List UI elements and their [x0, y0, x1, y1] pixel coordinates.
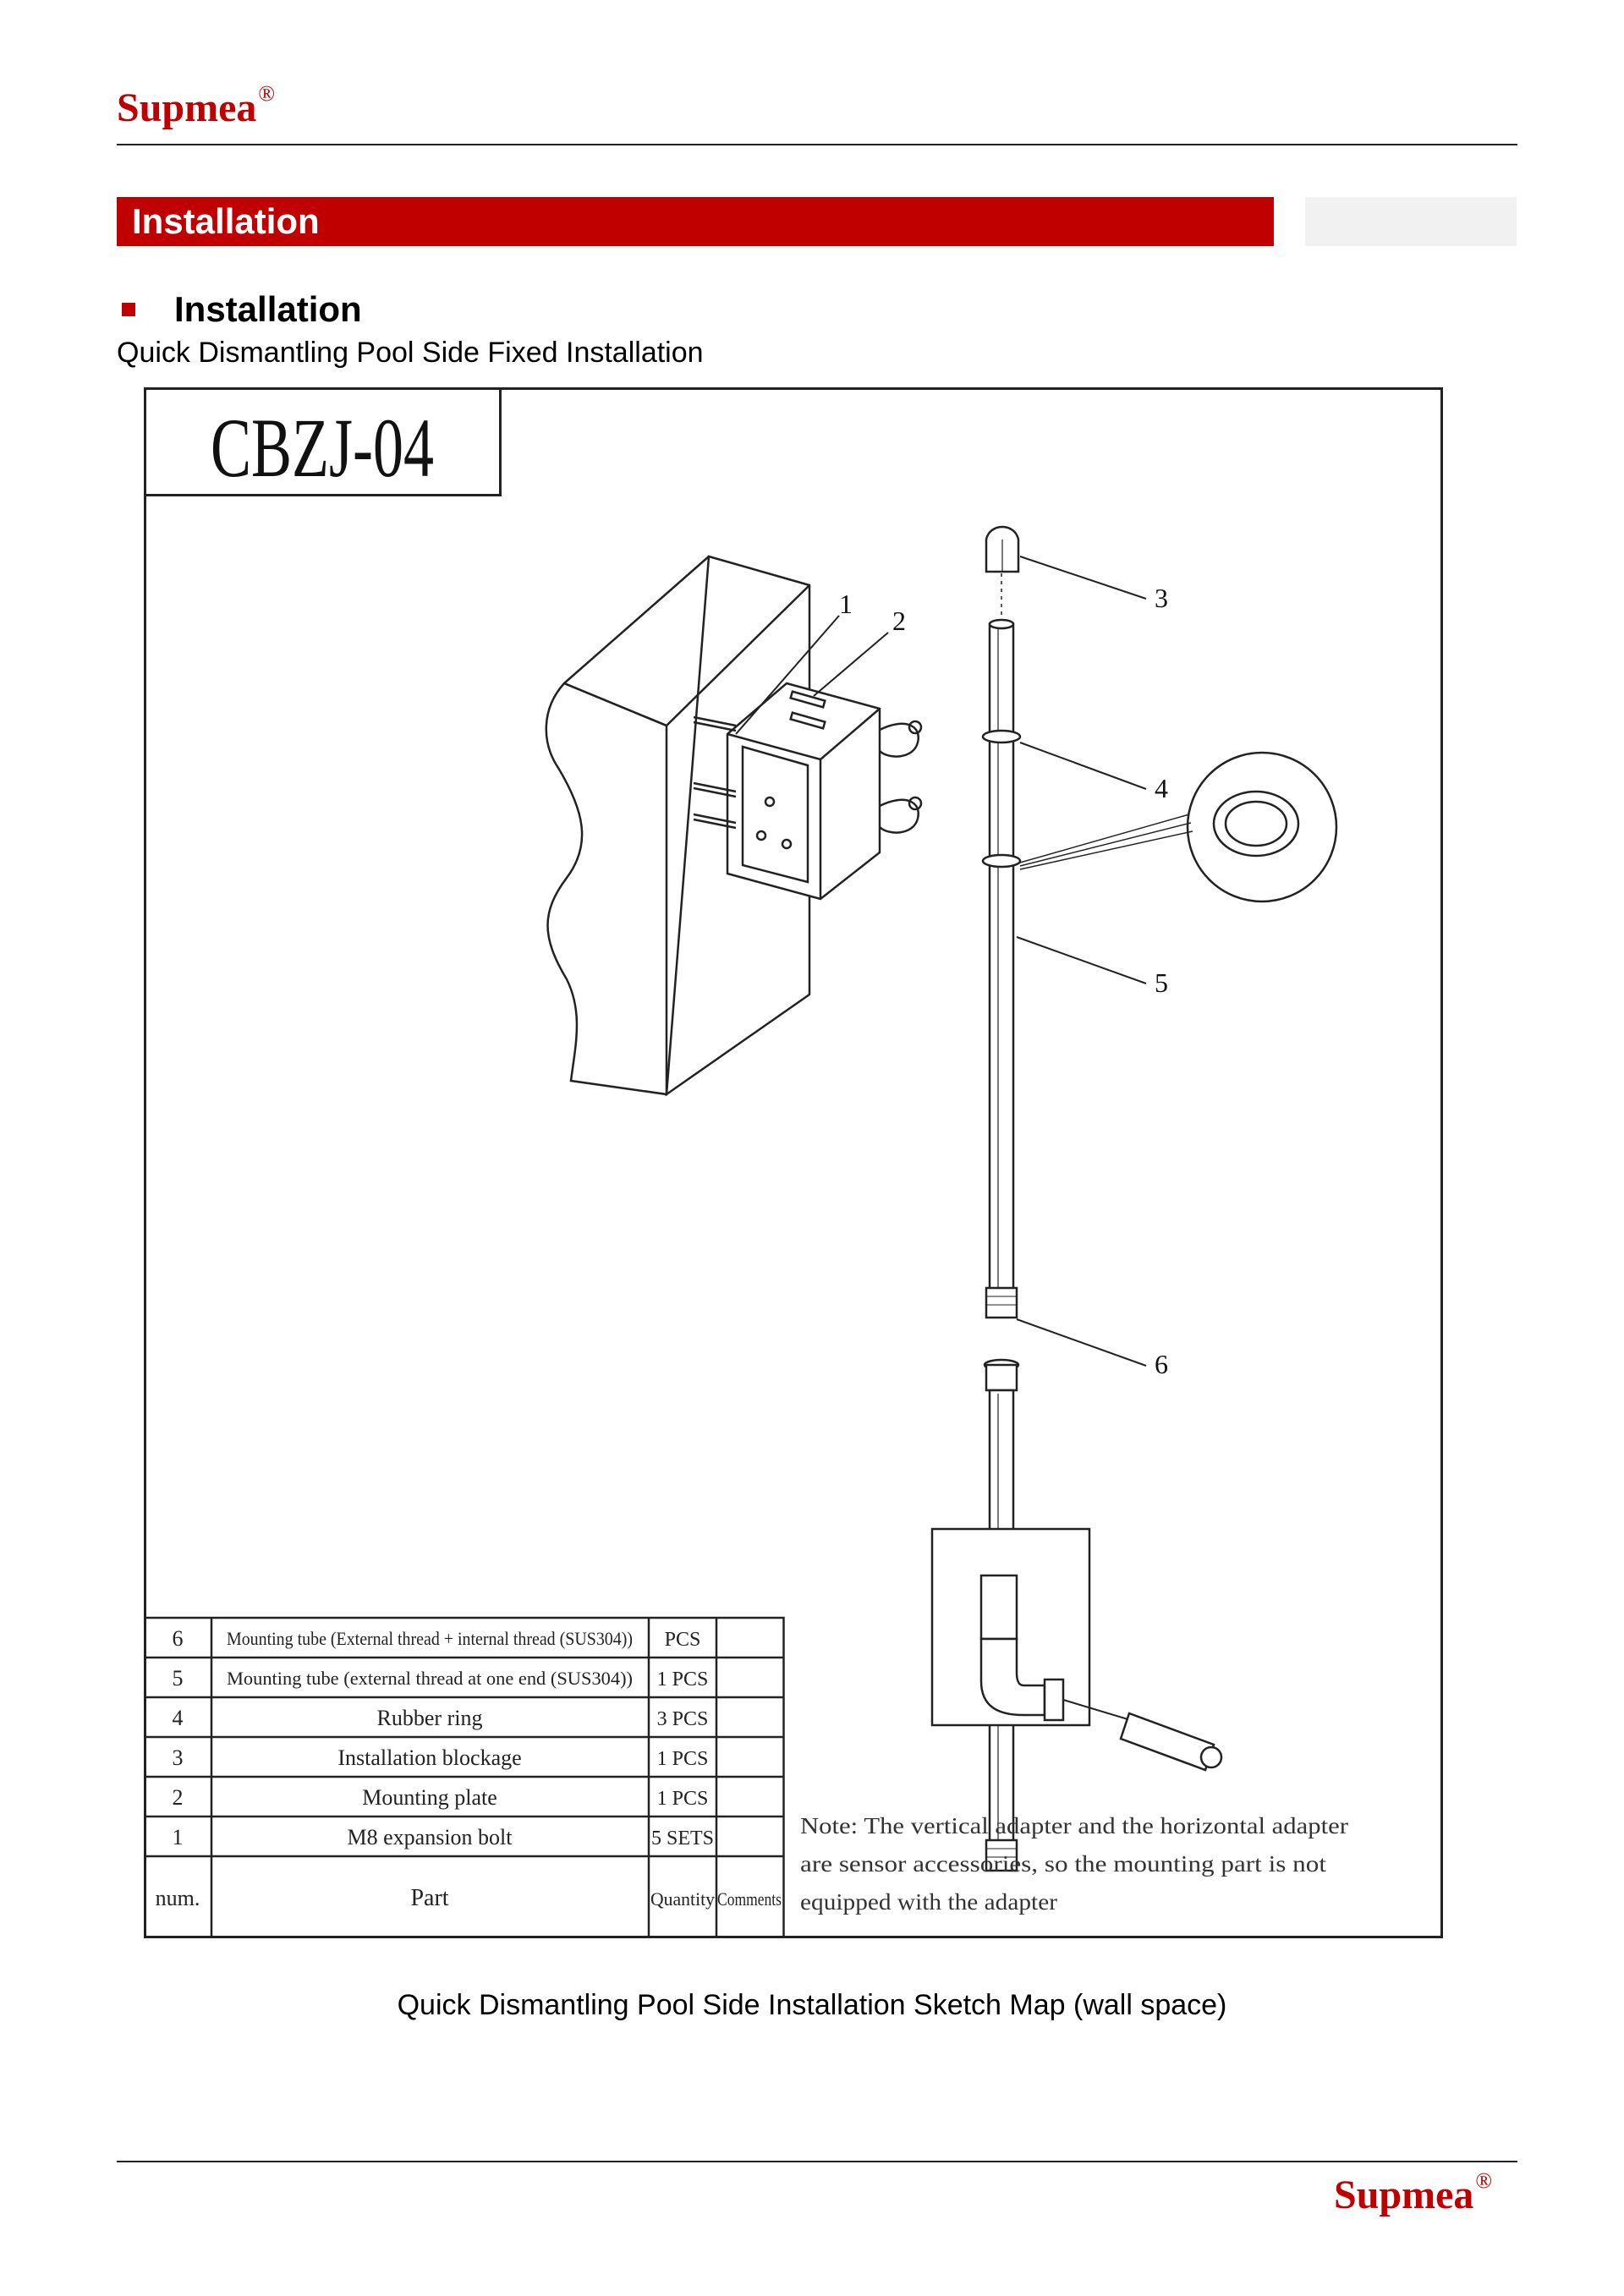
brand-name-footer: Supmea: [1334, 2173, 1474, 2217]
square-bullet-icon: [122, 303, 135, 316]
callout-4: 4: [1155, 773, 1168, 803]
table-header-num: num.: [156, 1886, 200, 1910]
section-title: Installation: [117, 197, 1274, 246]
installation-drawing: CBZJ-04: [144, 387, 1443, 1938]
table-num-6: 6: [173, 1626, 184, 1651]
table-qty-3: 1 PCS: [657, 1748, 709, 1770]
table-qty-4: 3 PCS: [657, 1708, 709, 1730]
rubber-ring-detail: [1019, 751, 1338, 903]
figure-caption: Quick Dismantling Pool Side Installation…: [397, 1989, 1227, 2021]
table-qty-6: PCS: [665, 1629, 701, 1651]
parts-table: [144, 1616, 785, 1938]
table-num-4: 4: [173, 1706, 184, 1730]
note-line-1: Note: The vertical adapter and the horiz…: [800, 1813, 1348, 1838]
mounting-plate-illustration: [693, 682, 923, 901]
footer-rule: [117, 2161, 1517, 2162]
brand-name: Supmea: [117, 85, 257, 130]
callout-leaders: [735, 556, 1147, 1367]
table-part-4: Rubber ring: [377, 1706, 483, 1730]
table-header-quantity: Quantity: [650, 1888, 715, 1910]
table-qty-2: 1 PCS: [657, 1788, 709, 1810]
adapter-note: Note: The vertical adapter and the horiz…: [800, 1813, 1348, 1915]
table-part-1: M8 expansion bolt: [348, 1825, 513, 1849]
subsection-subtitle: Quick Dismantling Pool Side Fixed Instal…: [117, 337, 704, 369]
table-qty-1: 5 SETS: [651, 1827, 714, 1849]
subsection-heading: Installation: [117, 286, 362, 333]
table-num-1: 1: [173, 1825, 184, 1849]
registered-mark: ®: [258, 81, 276, 106]
mounting-tube-upper: [981, 618, 1022, 1319]
callout-1: 1: [839, 589, 853, 619]
header-rule: [117, 144, 1517, 145]
table-part-6: Mounting tube (External thread + interna…: [227, 1628, 633, 1649]
section-bar-spacer: [1305, 197, 1517, 246]
table-header-part: Part: [410, 1885, 448, 1911]
note-line-2: are sensor accessories, so the mounting …: [800, 1851, 1327, 1877]
table-qty-5: 1 PCS: [657, 1669, 709, 1690]
subsection-title: Installation: [174, 289, 362, 329]
table-part-3: Installation blockage: [337, 1745, 521, 1770]
table-header-comments: Comments: [717, 1888, 782, 1910]
callout-5: 5: [1155, 967, 1168, 998]
adapter-detail: [930, 1527, 1223, 1772]
table-num-2: 2: [173, 1785, 184, 1810]
note-line-3: equipped with the adapter: [800, 1889, 1057, 1915]
model-label: CBZJ-04: [211, 400, 434, 494]
brand-logo-bottom: Supmea®: [1334, 2168, 1492, 2218]
installation-blockage-illustration: [985, 525, 1020, 617]
model-title-block: CBZJ-04: [144, 387, 502, 496]
table-part-2: Mounting plate: [362, 1785, 497, 1810]
table-num-3: 3: [173, 1745, 184, 1770]
callout-2: 2: [892, 606, 906, 636]
registered-mark-footer: ®: [1475, 2168, 1493, 2193]
callout-6: 6: [1155, 1349, 1168, 1379]
brand-logo-top: Supmea®: [117, 81, 275, 131]
callout-3: 3: [1155, 583, 1168, 613]
table-part-5: Mounting tube (external thread at one en…: [227, 1668, 633, 1689]
table-num-5: 5: [173, 1666, 184, 1690]
